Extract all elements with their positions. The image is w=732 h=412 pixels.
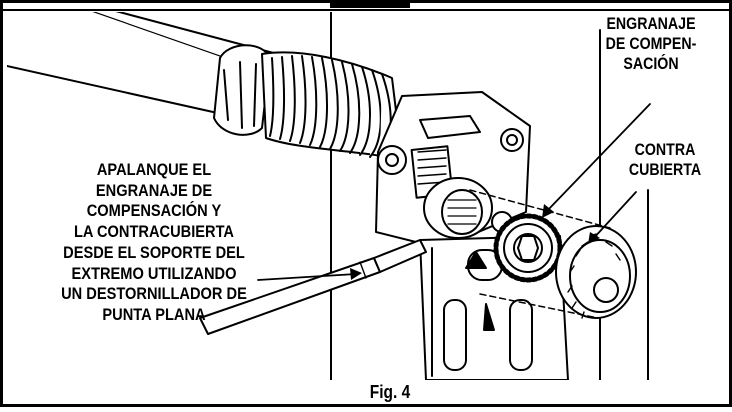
comp-line-2: DE COMPEN- [605,35,697,54]
pry-line-4: LA CONTRACUBIERTA [73,222,234,242]
pry-line-3: COMPENSACIÓN Y [86,201,222,221]
screwdriver [199,239,427,335]
pry-line-7: UN DESTORNILLADOR DE [61,284,247,304]
torsion-spring [261,51,403,161]
compensation-gear-label: ENGRANAJE DE COMPEN- SACIÓN [576,14,726,74]
compensation-gear [493,213,563,283]
pry-line-5: DESDE EL SOPORTE DEL [63,242,245,262]
comp-line-1: ENGRANAJE [606,15,696,33]
caption-text: Fig. 4 [369,382,411,402]
cover-line-2: CUBIERTA [628,161,702,180]
removal-path [469,189,611,319]
end-bracket [375,91,531,249]
figure-caption: Fig. 4 [330,382,450,404]
pry-line-2: ENGRANAJE DE [95,180,213,200]
arrowheads [350,204,600,280]
pry-line-6: EXTREMO UTILIZANDO [71,263,237,283]
pry-instruction-label: APALANQUE EL ENGRANAJE DE COMPENSACIÓN Y… [6,160,302,326]
pry-line-8: PUNTA PLANA [102,305,206,325]
counter-cover-label: CONTRA CUBIERTA [610,140,720,180]
cover-line-1: CONTRA [634,141,696,159]
comp-line-3: SACIÓN [623,55,679,74]
pry-line-1: APALANQUE EL [96,160,212,179]
clipped-title-stub [330,0,410,8]
winding-cone [213,44,271,136]
leader-lines [257,103,651,281]
